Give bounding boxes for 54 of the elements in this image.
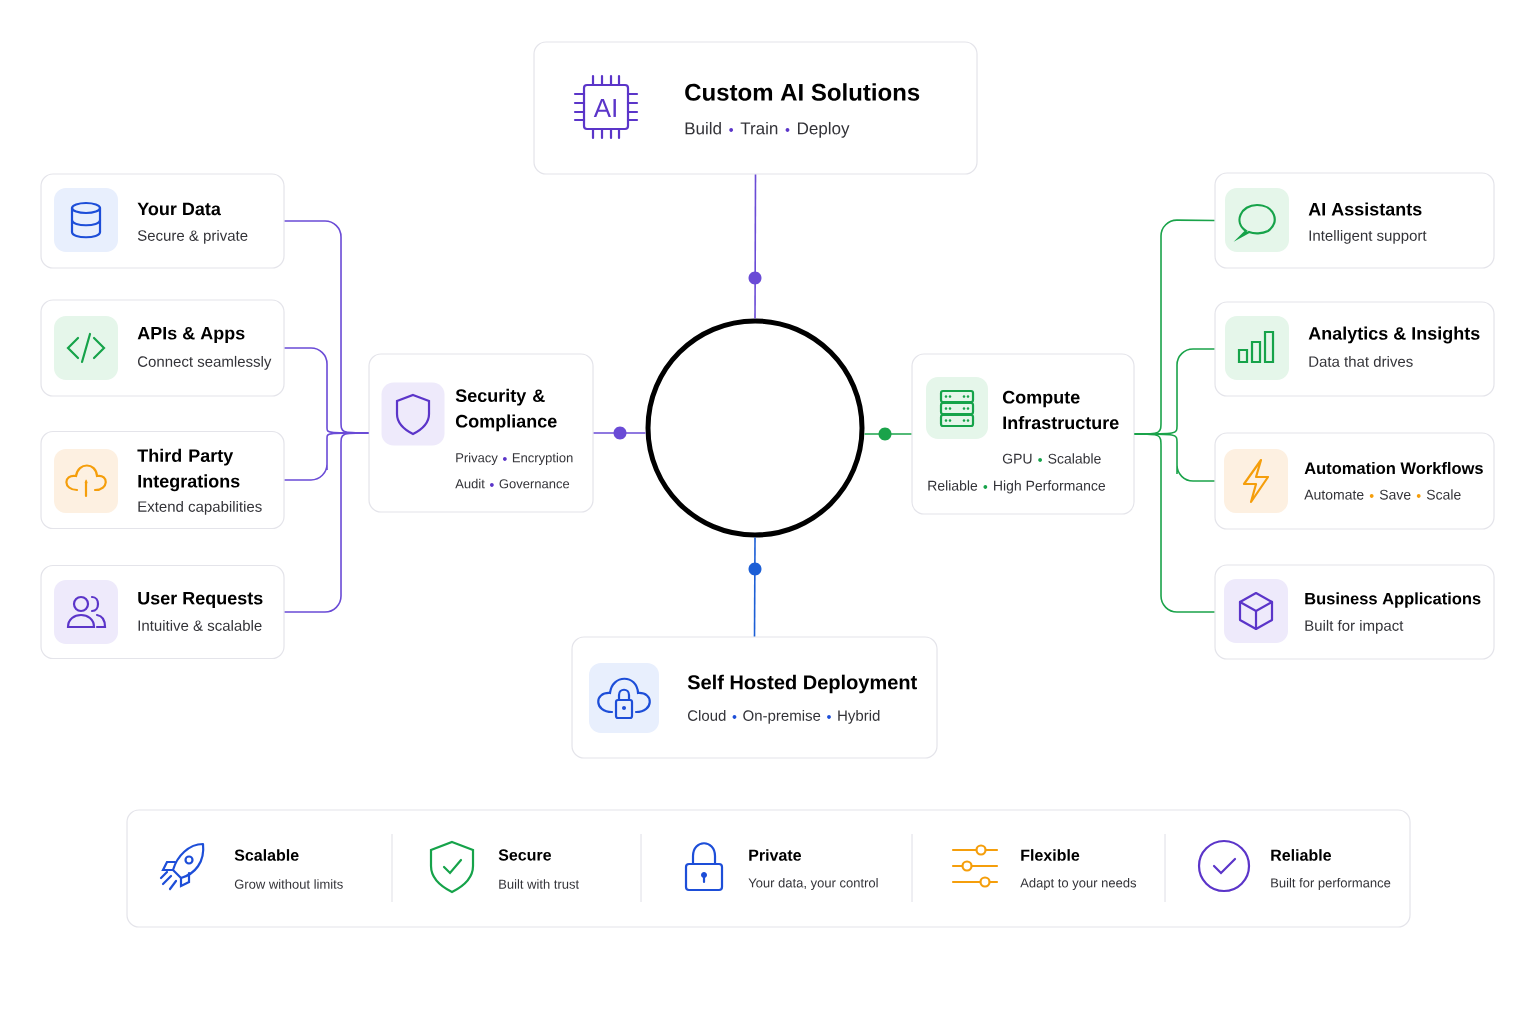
card-title: User Requests — [138, 591, 263, 609]
card-subtitle: GPU — [1002, 453, 1032, 464]
feature-subtitle: Adapt to your needs — [1020, 877, 1137, 891]
card-title: Third Party Integrations — [137, 448, 240, 492]
card-title: AI Assistants — [1308, 202, 1422, 216]
card-title: Automation Workflows — [1304, 461, 1483, 475]
card-subtitle: Encryption — [512, 452, 573, 465]
card-subtitle: Scale — [1426, 489, 1461, 500]
connector — [753, 536, 756, 638]
feature-title: Scalable — [234, 849, 299, 861]
connector — [754, 173, 757, 320]
card-subtitle: Governance — [499, 479, 570, 489]
connector — [1133, 433, 1216, 613]
connector — [863, 433, 913, 435]
card-title: Your Data — [137, 202, 221, 216]
feature-title: Flexible — [1021, 849, 1080, 861]
connector — [283, 432, 370, 613]
card-subtitle: Train — [740, 121, 778, 135]
card-title: APIs & Apps — [137, 326, 245, 344]
card-subtitle: Privacy — [456, 452, 498, 465]
card-subtitle: Deploy — [798, 121, 850, 138]
card-title: Analytics & Insights — [1308, 326, 1480, 344]
feature-title: Secure — [498, 849, 551, 861]
card-subtitle: Connect seamlessly — [138, 355, 272, 370]
card-title: Security & Compliance — [455, 388, 557, 432]
card-title: Self Hosted Deployment — [687, 674, 917, 694]
feature-subtitle: Built with trust — [499, 879, 579, 889]
card-subtitle: Cloud — [688, 709, 726, 721]
chip-label: AI — [593, 99, 616, 117]
connector — [592, 432, 647, 434]
hub-circle — [645, 318, 865, 538]
card-title: Compute Infrastructure — [1002, 390, 1119, 430]
feature-subtitle: Built for performance — [1271, 877, 1391, 891]
card-subtitle: Extend capabilities — [138, 500, 262, 515]
feature-title: Reliable — [1271, 849, 1331, 861]
feature-title: Private — [749, 849, 801, 861]
feature-subtitle: Grow without limits — [234, 879, 343, 889]
card-subtitle: Hybrid — [838, 709, 880, 724]
card-subtitle: Audit — [455, 478, 485, 489]
card-subtitle: Intuitive & scalable — [138, 619, 262, 631]
card-subtitle: Save — [1379, 489, 1411, 500]
card-subtitle: On-premise — [743, 709, 821, 724]
card-subtitle: Data that drives — [1309, 355, 1413, 367]
card-subtitle: Build — [685, 121, 721, 135]
card-subtitle: Built for impact — [1305, 619, 1404, 634]
card-subtitle: Scalable — [1048, 453, 1101, 464]
feature-subtitle: Your data, your control — [748, 877, 878, 891]
card-title: Custom AI Solutions — [685, 83, 920, 101]
card-subtitle: Intelligent support — [1309, 229, 1427, 244]
card-subtitle: Reliable — [928, 480, 978, 491]
card-subtitle: High Performance — [994, 480, 1106, 494]
card-title: Business Applications — [1305, 592, 1481, 608]
card-subtitle: Automate — [1304, 489, 1364, 500]
card-subtitle: Secure & private — [137, 229, 248, 244]
